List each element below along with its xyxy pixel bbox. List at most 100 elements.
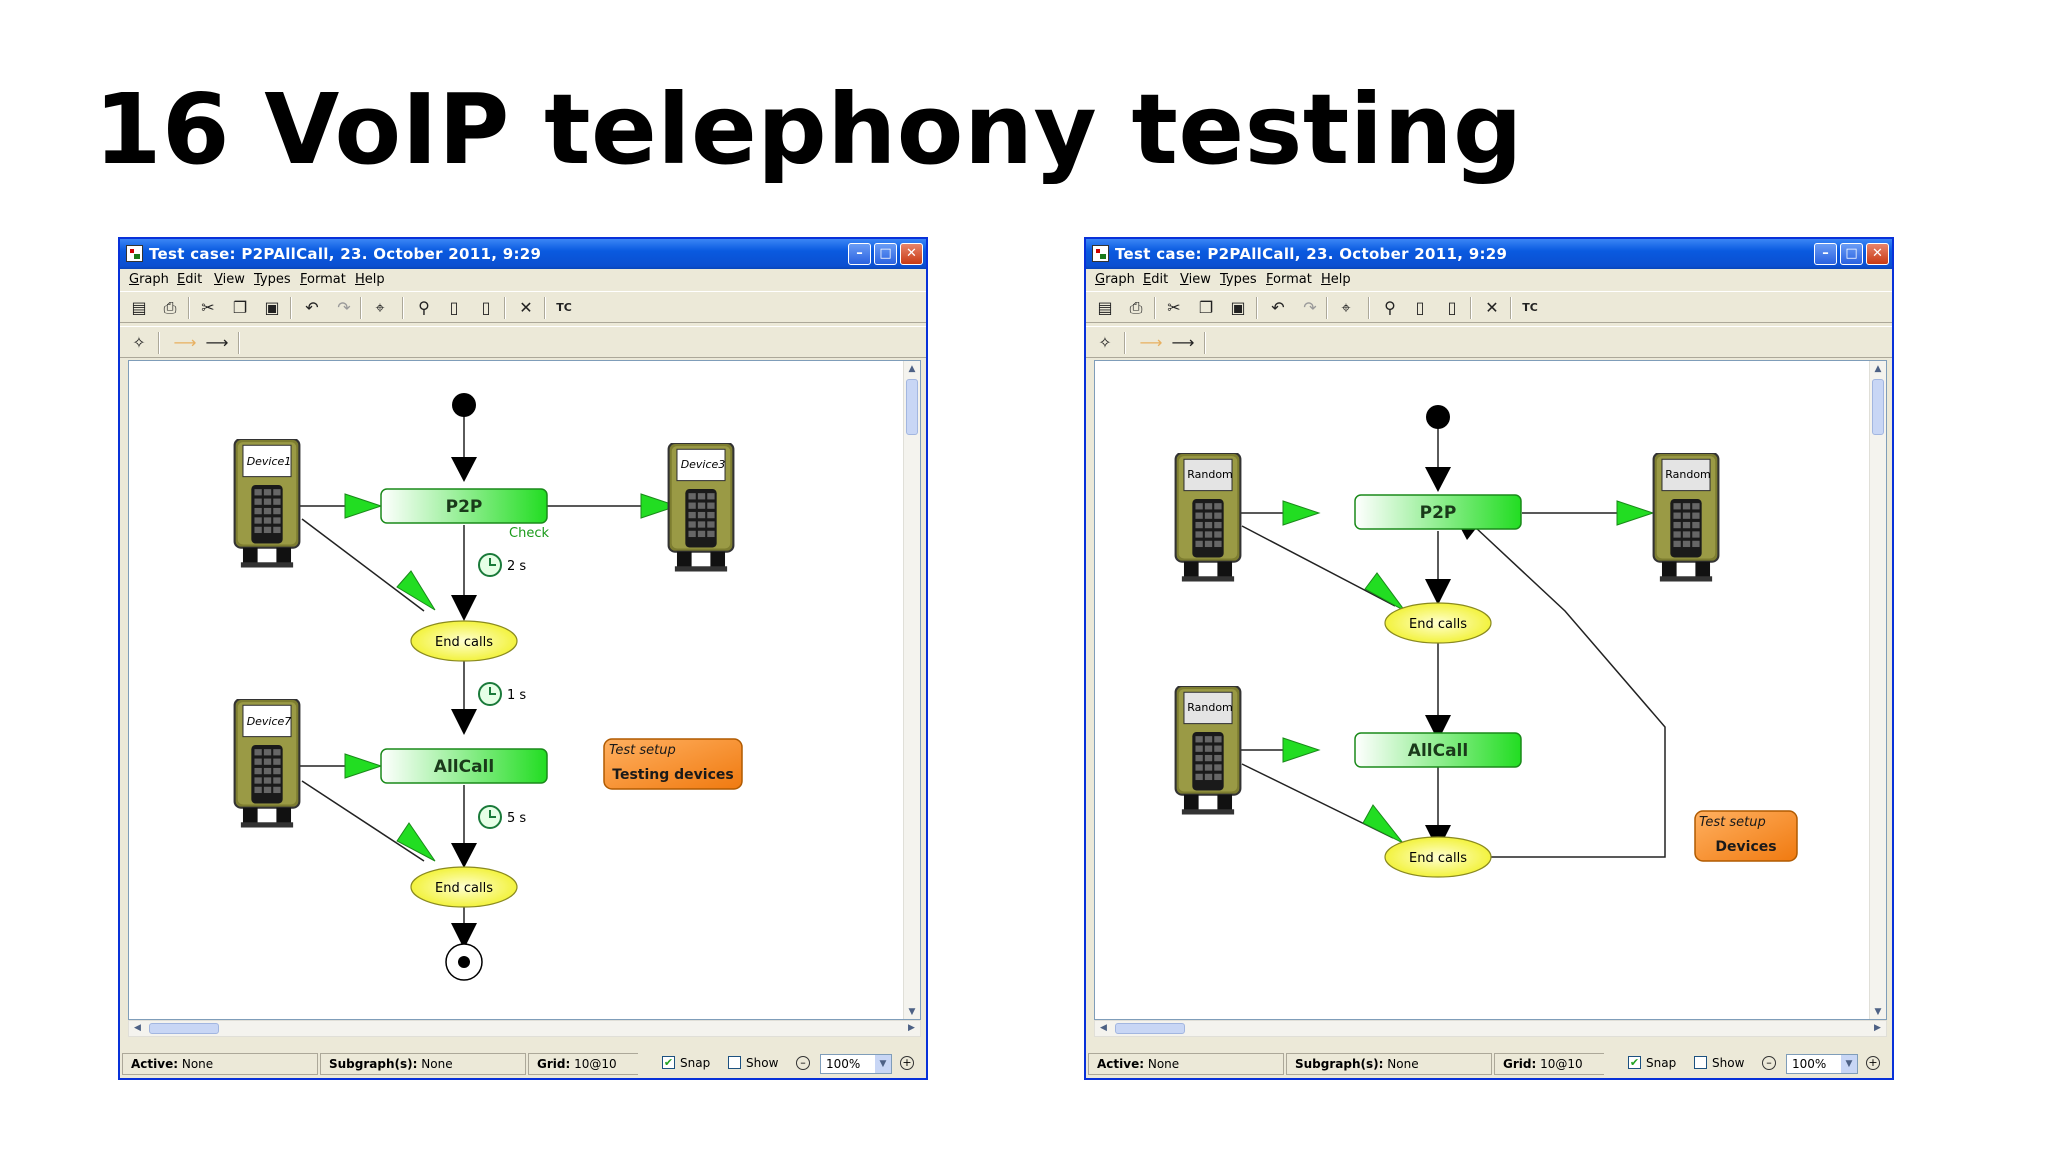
state-node-p2p[interactable]: P2P	[1354, 494, 1522, 530]
zoom-out-icon[interactable]: –	[796, 1056, 810, 1070]
final-node[interactable]	[445, 943, 483, 981]
cut-icon[interactable]: ✂	[1167, 298, 1181, 317]
paste-icon[interactable]: ▣	[1230, 298, 1246, 317]
menu-help[interactable]: Help	[355, 272, 385, 287]
end-state-node[interactable]: End calls	[410, 866, 518, 908]
zoom-icon[interactable]: ⚲	[418, 298, 430, 317]
device-label: Random	[1665, 468, 1711, 481]
title-bar[interactable]: Test case: P2PAllCall, 23. October 2011,…	[1086, 239, 1892, 269]
graph-canvas[interactable]: Device1 Device3 Device7 P2P Check 2 s	[128, 360, 921, 1020]
scroll-thumb[interactable]	[1872, 379, 1884, 435]
print-icon[interactable]: ⎙	[1129, 298, 1143, 317]
redo-icon[interactable]: ↷	[337, 298, 351, 317]
app-icon[interactable]	[126, 245, 143, 262]
page-copy-icon[interactable]: ▯	[1447, 298, 1457, 317]
close-button[interactable]: ✕	[900, 243, 923, 265]
horizontal-scrollbar[interactable]: ◀ ▶	[1094, 1020, 1887, 1037]
horizontal-scrollbar[interactable]: ◀ ▶	[128, 1020, 921, 1037]
snap-checkbox[interactable]: ✔	[1628, 1056, 1641, 1069]
maximize-button[interactable]: □	[874, 243, 897, 265]
paste-icon[interactable]: ▣	[264, 298, 280, 317]
edge-tool-icon[interactable]: ⟶	[173, 333, 197, 352]
show-checkbox[interactable]	[1694, 1056, 1707, 1069]
zoom-out-icon[interactable]: –	[1762, 1056, 1776, 1070]
menu-types[interactable]: Types	[1220, 272, 1257, 287]
state-label: AllCall	[434, 757, 494, 777]
node-tool-icon[interactable]: ✧	[132, 333, 146, 352]
page-copy-icon[interactable]: ▯	[481, 298, 491, 317]
maximize-button[interactable]: □	[1840, 243, 1863, 265]
device-node[interactable]: Device7	[233, 699, 301, 829]
end-state-node[interactable]: End calls	[410, 620, 518, 662]
test-setup-note[interactable]: Test setup Testing devices	[603, 738, 743, 790]
scroll-thumb[interactable]	[906, 379, 918, 435]
device-node[interactable]: Device1	[233, 439, 301, 569]
vertical-scrollbar[interactable]: ▲ ▼	[1869, 361, 1886, 1019]
state-node-allcall[interactable]: AllCall	[1354, 732, 1522, 768]
vertical-scrollbar[interactable]: ▲ ▼	[903, 361, 920, 1019]
start-node[interactable]	[1426, 405, 1450, 429]
zoom-select[interactable]: 100%▼	[820, 1054, 892, 1074]
menu-view[interactable]: View	[1180, 272, 1211, 287]
cut-icon[interactable]: ✂	[201, 298, 215, 317]
undo-icon[interactable]: ↶	[305, 298, 319, 317]
app-icon[interactable]	[1092, 245, 1109, 262]
crosshair-icon[interactable]: ⌖	[375, 298, 385, 317]
state-node-allcall[interactable]: AllCall	[380, 748, 548, 784]
zoom-select[interactable]: 100%▼	[1786, 1054, 1858, 1074]
device-node[interactable]: Device3	[667, 443, 735, 573]
device-node[interactable]: Random	[1652, 453, 1720, 583]
crosshair-icon[interactable]: ⌖	[1341, 298, 1351, 317]
redo-icon[interactable]: ↷	[1303, 298, 1317, 317]
page-icon[interactable]: ▯	[1415, 298, 1425, 317]
arrow-tool-icon[interactable]: ⟶	[205, 333, 229, 352]
properties-icon[interactable]: ▤	[1097, 298, 1113, 317]
snap-label: Snap	[1646, 1056, 1677, 1070]
title-bar[interactable]: Test case: P2PAllCall, 23. October 2011,…	[120, 239, 926, 269]
minimize-button[interactable]: –	[848, 243, 871, 265]
menu-graph[interactable]: Graph	[129, 272, 169, 287]
menu-format[interactable]: Format	[1266, 272, 1312, 287]
window-title: Test case: P2PAllCall, 23. October 2011,…	[149, 245, 542, 263]
menu-graph[interactable]: Graph	[1095, 272, 1135, 287]
delete-icon[interactable]: ✕	[1485, 298, 1499, 317]
page-icon[interactable]: ▯	[449, 298, 459, 317]
device-node[interactable]: Random	[1174, 453, 1242, 583]
undo-icon[interactable]: ↶	[1271, 298, 1285, 317]
end-state-node[interactable]: End calls	[1384, 836, 1492, 878]
menu-help[interactable]: Help	[1321, 272, 1351, 287]
properties-icon[interactable]: ▤	[131, 298, 147, 317]
print-icon[interactable]: ⎙	[163, 298, 177, 317]
state-node-p2p[interactable]: P2P	[380, 488, 548, 524]
start-node[interactable]	[452, 393, 476, 417]
show-checkbox[interactable]	[728, 1056, 741, 1069]
arrow-tool-icon[interactable]: ⟶	[1171, 333, 1195, 352]
edge-tool-icon[interactable]: ⟶	[1139, 333, 1163, 352]
scroll-thumb[interactable]	[149, 1023, 219, 1034]
graph-canvas[interactable]: Random Random Random P2P End calls	[1094, 360, 1887, 1020]
scroll-thumb[interactable]	[1115, 1023, 1185, 1034]
tc-button[interactable]: TC	[556, 301, 572, 314]
zoom-in-icon[interactable]: +	[900, 1056, 914, 1070]
device-node[interactable]: Random	[1174, 686, 1242, 816]
copy-icon[interactable]: ❐	[232, 298, 248, 317]
zoom-in-icon[interactable]: +	[1866, 1056, 1880, 1070]
copy-icon[interactable]: ❐	[1198, 298, 1214, 317]
zoom-icon[interactable]: ⚲	[1384, 298, 1396, 317]
node-tool-icon[interactable]: ✧	[1098, 333, 1112, 352]
menu-view[interactable]: View	[214, 272, 245, 287]
menu-edit[interactable]: Edit	[1143, 272, 1169, 287]
close-button[interactable]: ✕	[1866, 243, 1889, 265]
menu-format[interactable]: Format	[300, 272, 346, 287]
snap-checkbox[interactable]: ✔	[662, 1056, 675, 1069]
test-setup-note[interactable]: Test setup Devices	[1694, 810, 1798, 862]
chevron-down-icon[interactable]: ▼	[1841, 1055, 1857, 1073]
menu-types[interactable]: Types	[254, 272, 291, 287]
end-state-node[interactable]: End calls	[1384, 602, 1492, 644]
delete-icon[interactable]: ✕	[519, 298, 533, 317]
minimize-button[interactable]: –	[1814, 243, 1837, 265]
end-state-label: End calls	[435, 635, 493, 650]
chevron-down-icon[interactable]: ▼	[875, 1055, 891, 1073]
tc-button[interactable]: TC	[1522, 301, 1538, 314]
menu-edit[interactable]: Edit	[177, 272, 203, 287]
